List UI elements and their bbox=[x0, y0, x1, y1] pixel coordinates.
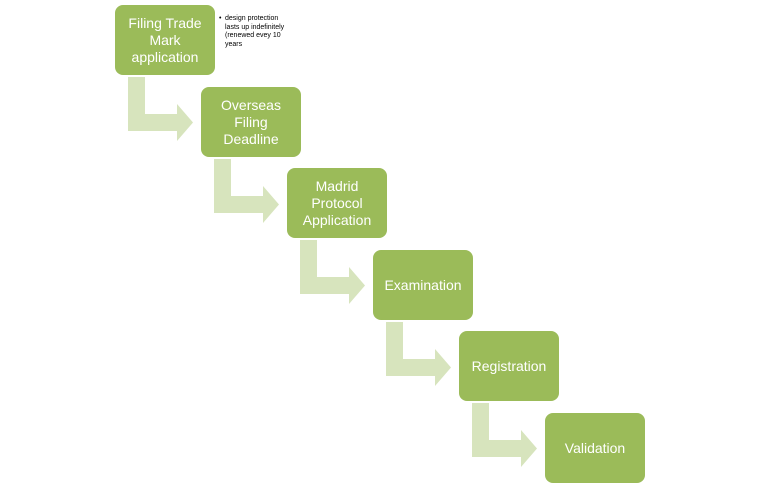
step-registration: Registration bbox=[459, 331, 559, 401]
down-right-arrow-1 bbox=[128, 77, 193, 141]
down-right-arrow-3 bbox=[300, 240, 365, 304]
down-right-arrow-2 bbox=[214, 159, 279, 223]
step-overseas-filing-deadline: Overseas Filing Deadline bbox=[201, 87, 301, 157]
note-text: design protection lasts up indefinitely … bbox=[225, 15, 285, 48]
bullet-icon: • bbox=[219, 15, 222, 22]
step-madrid-protocol-application: Madrid Protocol Application bbox=[287, 168, 387, 238]
down-right-arrow-4 bbox=[386, 322, 451, 386]
step-examination: Examination bbox=[373, 250, 473, 320]
step-filing-trade-mark-application: Filing Trade Mark application bbox=[115, 5, 215, 75]
down-right-arrow-5 bbox=[472, 403, 537, 467]
design-protection-note: • design protection lasts up indefinitel… bbox=[219, 15, 289, 49]
step-validation: Validation bbox=[545, 413, 645, 483]
